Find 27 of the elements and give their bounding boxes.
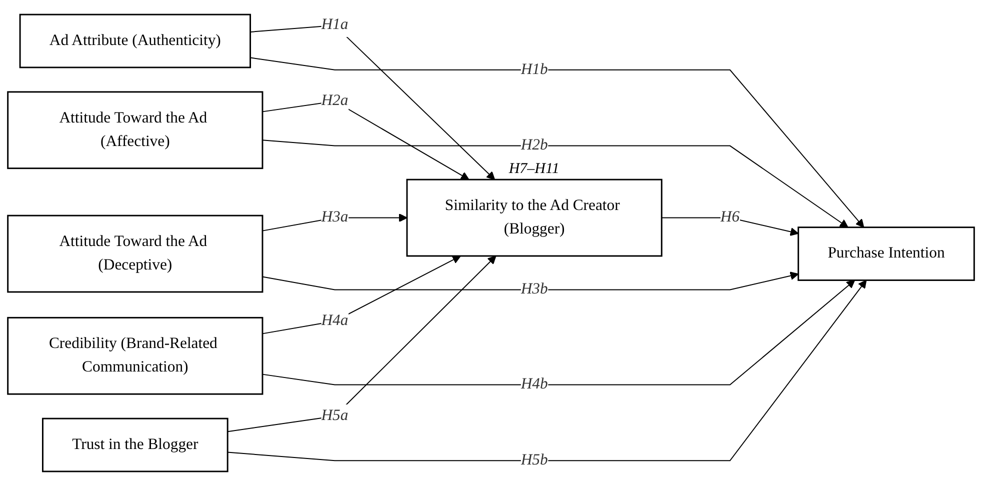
edge-label: H5a: [321, 407, 348, 424]
arrow: [262, 140, 848, 228]
edge-label: H4b: [520, 376, 548, 393]
node-box: Ad Attribute (Authenticity): [19, 14, 252, 68]
node-box: Attitude Toward the Ad (Affective): [7, 91, 264, 170]
arrow: [262, 280, 856, 386]
arrow: [227, 256, 496, 432]
edge-label: H2a: [321, 92, 348, 110]
edge-label: H4a: [321, 312, 348, 329]
node-box: Purchase Intention: [798, 226, 975, 281]
edge-label: H3b: [520, 280, 548, 298]
node-box: Trust in the Blogger: [42, 418, 228, 472]
hypothesis-label: H7–H11: [508, 160, 560, 178]
arrow: [661, 217, 799, 236]
edge-label: H3a: [321, 208, 348, 226]
edge-label: H1a: [321, 16, 348, 34]
arrow: [262, 272, 799, 290]
edge-label: H6: [720, 208, 740, 226]
node-box: Similarity to the Ad Creator (Blogger): [406, 178, 662, 257]
edge-label: H5b: [520, 452, 548, 469]
node-box: Attitude Toward the Ad (Deceptive): [7, 214, 264, 293]
edge-label: H2b: [520, 136, 548, 154]
edge-label: H1b: [520, 61, 548, 78]
arrow: [262, 256, 461, 334]
arrow: [227, 280, 867, 462]
node-box: Credibility (Brand-Related Communication): [7, 316, 264, 395]
arrow: [250, 57, 864, 228]
